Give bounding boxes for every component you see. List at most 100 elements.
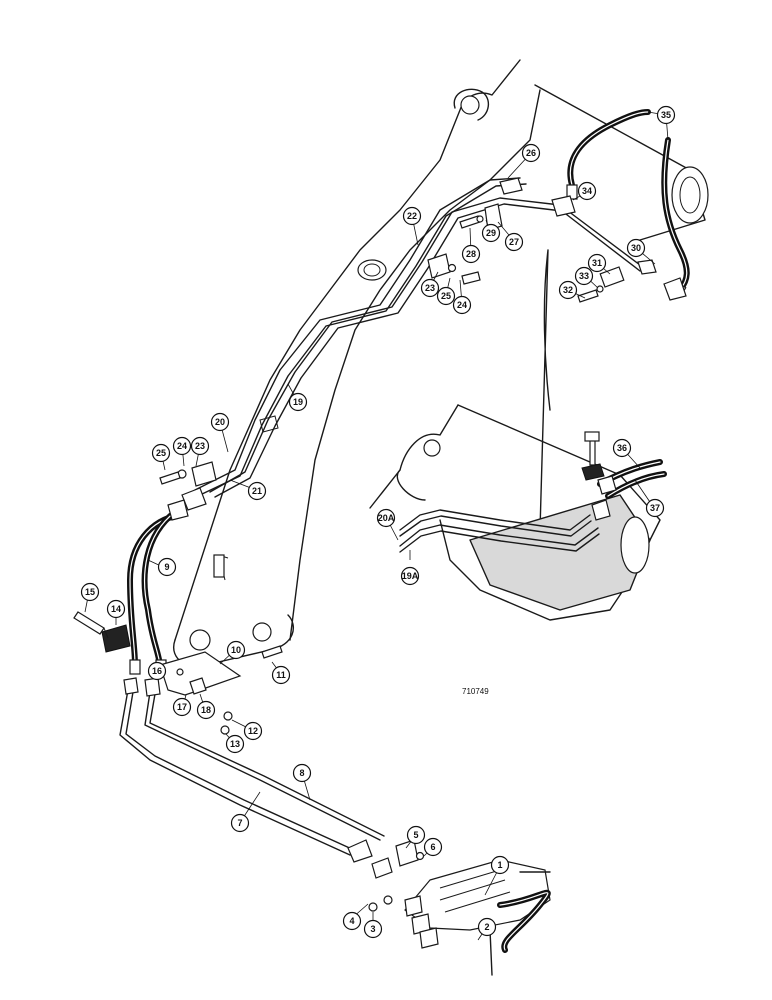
svg-text:24: 24: [457, 300, 467, 310]
svg-text:19A: 19A: [402, 571, 419, 581]
svg-text:23: 23: [195, 441, 205, 451]
callout-3: 3: [363, 919, 383, 939]
fittings-top: [427, 177, 687, 303]
svg-text:15: 15: [85, 587, 95, 597]
callout-5: 5: [406, 825, 426, 845]
cylinder-end: [671, 166, 709, 224]
callout-36: 36: [612, 438, 632, 458]
svg-text:28: 28: [466, 249, 476, 259]
callout-21: 21: [247, 481, 267, 501]
svg-text:30: 30: [631, 243, 641, 253]
svg-text:27: 27: [509, 237, 519, 247]
callout-20: 20: [210, 412, 230, 432]
bracket-14: [73, 611, 131, 653]
callout-28: 28: [461, 244, 481, 264]
boom-top-pivot: [460, 95, 480, 115]
svg-text:9: 9: [164, 562, 169, 572]
boom-cylinder: [534, 84, 709, 531]
callout-14: 14: [106, 599, 126, 619]
boom-arm: [173, 59, 541, 668]
callout-24-top: 24: [452, 295, 472, 315]
svg-text:33: 33: [579, 271, 589, 281]
callout-18: 18: [196, 700, 216, 720]
svg-text:18: 18: [201, 705, 211, 715]
svg-text:2: 2: [484, 922, 489, 932]
inset-detail: [369, 404, 667, 621]
svg-text:36: 36: [617, 443, 627, 453]
callout-8: 8: [292, 763, 312, 783]
callout-22: 22: [402, 206, 422, 226]
callout-10: 10: [226, 640, 246, 660]
svg-text:25: 25: [441, 291, 451, 301]
callout-26: 26: [521, 143, 541, 163]
svg-text:26: 26: [526, 148, 536, 158]
callout-17: 17: [172, 697, 192, 717]
hose-fitting: [566, 184, 578, 200]
svg-text:23: 23: [425, 283, 435, 293]
svg-text:10: 10: [231, 645, 241, 655]
elbow-fitting: [663, 277, 687, 301]
callout-25-left: 25: [151, 443, 171, 463]
svg-text:32: 32: [563, 285, 573, 295]
svg-text:6: 6: [430, 842, 435, 852]
tubes-7-8: [119, 677, 425, 879]
svg-text:25: 25: [156, 448, 166, 458]
svg-text:5: 5: [413, 830, 418, 840]
svg-text:13: 13: [230, 739, 240, 749]
callout-12: 12: [243, 721, 263, 741]
figure-number: 710749: [462, 687, 489, 696]
boom-plate: [213, 554, 225, 578]
svg-text:20: 20: [215, 417, 225, 427]
boom-pivot-hole: [189, 629, 211, 651]
svg-text:22: 22: [407, 211, 417, 221]
callout-30: 30: [626, 238, 646, 258]
callout-20a: 20A: [376, 508, 396, 528]
callout-24-left: 24: [172, 436, 192, 456]
svg-text:17: 17: [177, 702, 187, 712]
boom-pivot-hole: [252, 622, 272, 642]
clamp-31: [599, 266, 625, 288]
svg-text:14: 14: [111, 604, 121, 614]
bracket-10: [159, 645, 283, 735]
callout-1: 1: [490, 855, 510, 875]
svg-text:24: 24: [177, 441, 187, 451]
callout-23-left: 23: [190, 436, 210, 456]
clamp-23: [427, 253, 451, 279]
svg-text:31: 31: [592, 258, 602, 268]
callout-6: 6: [423, 837, 443, 857]
svg-text:7: 7: [237, 818, 242, 828]
callout-31: 31: [587, 253, 607, 273]
callout-34: 34: [577, 181, 597, 201]
boom-boss: [357, 259, 387, 281]
svg-text:16: 16: [152, 666, 162, 676]
svg-text:21: 21: [252, 486, 262, 496]
callout-33: 33: [574, 266, 594, 286]
callout-29: 29: [481, 223, 501, 243]
hoses-35: [566, 109, 690, 298]
svg-text:12: 12: [248, 726, 258, 736]
callout-19a: 19A: [400, 566, 420, 586]
callout-16: 16: [147, 661, 167, 681]
svg-text:1: 1: [497, 860, 502, 870]
svg-text:19: 19: [293, 397, 303, 407]
callout-11: 11: [271, 665, 291, 685]
callout-4: 4: [342, 911, 362, 931]
svg-text:11: 11: [276, 670, 286, 680]
svg-text:4: 4: [349, 916, 354, 926]
svg-text:35: 35: [661, 110, 671, 120]
callout-7: 7: [230, 813, 250, 833]
callout-2: 2: [477, 917, 497, 937]
callout-27: 27: [504, 232, 524, 252]
callout-35: 35: [656, 105, 676, 125]
callout-19: 19: [288, 392, 308, 412]
svg-text:37: 37: [650, 503, 660, 513]
callout-23-top: 23: [420, 278, 440, 298]
callout-13: 13: [225, 734, 245, 754]
callout-25-top: 25: [436, 286, 456, 306]
callout-32: 32: [558, 280, 578, 300]
boom-tubes: [194, 177, 641, 498]
control-valve: [368, 859, 551, 976]
callout-37: 37: [645, 498, 665, 518]
callout-15: 15: [80, 582, 100, 602]
